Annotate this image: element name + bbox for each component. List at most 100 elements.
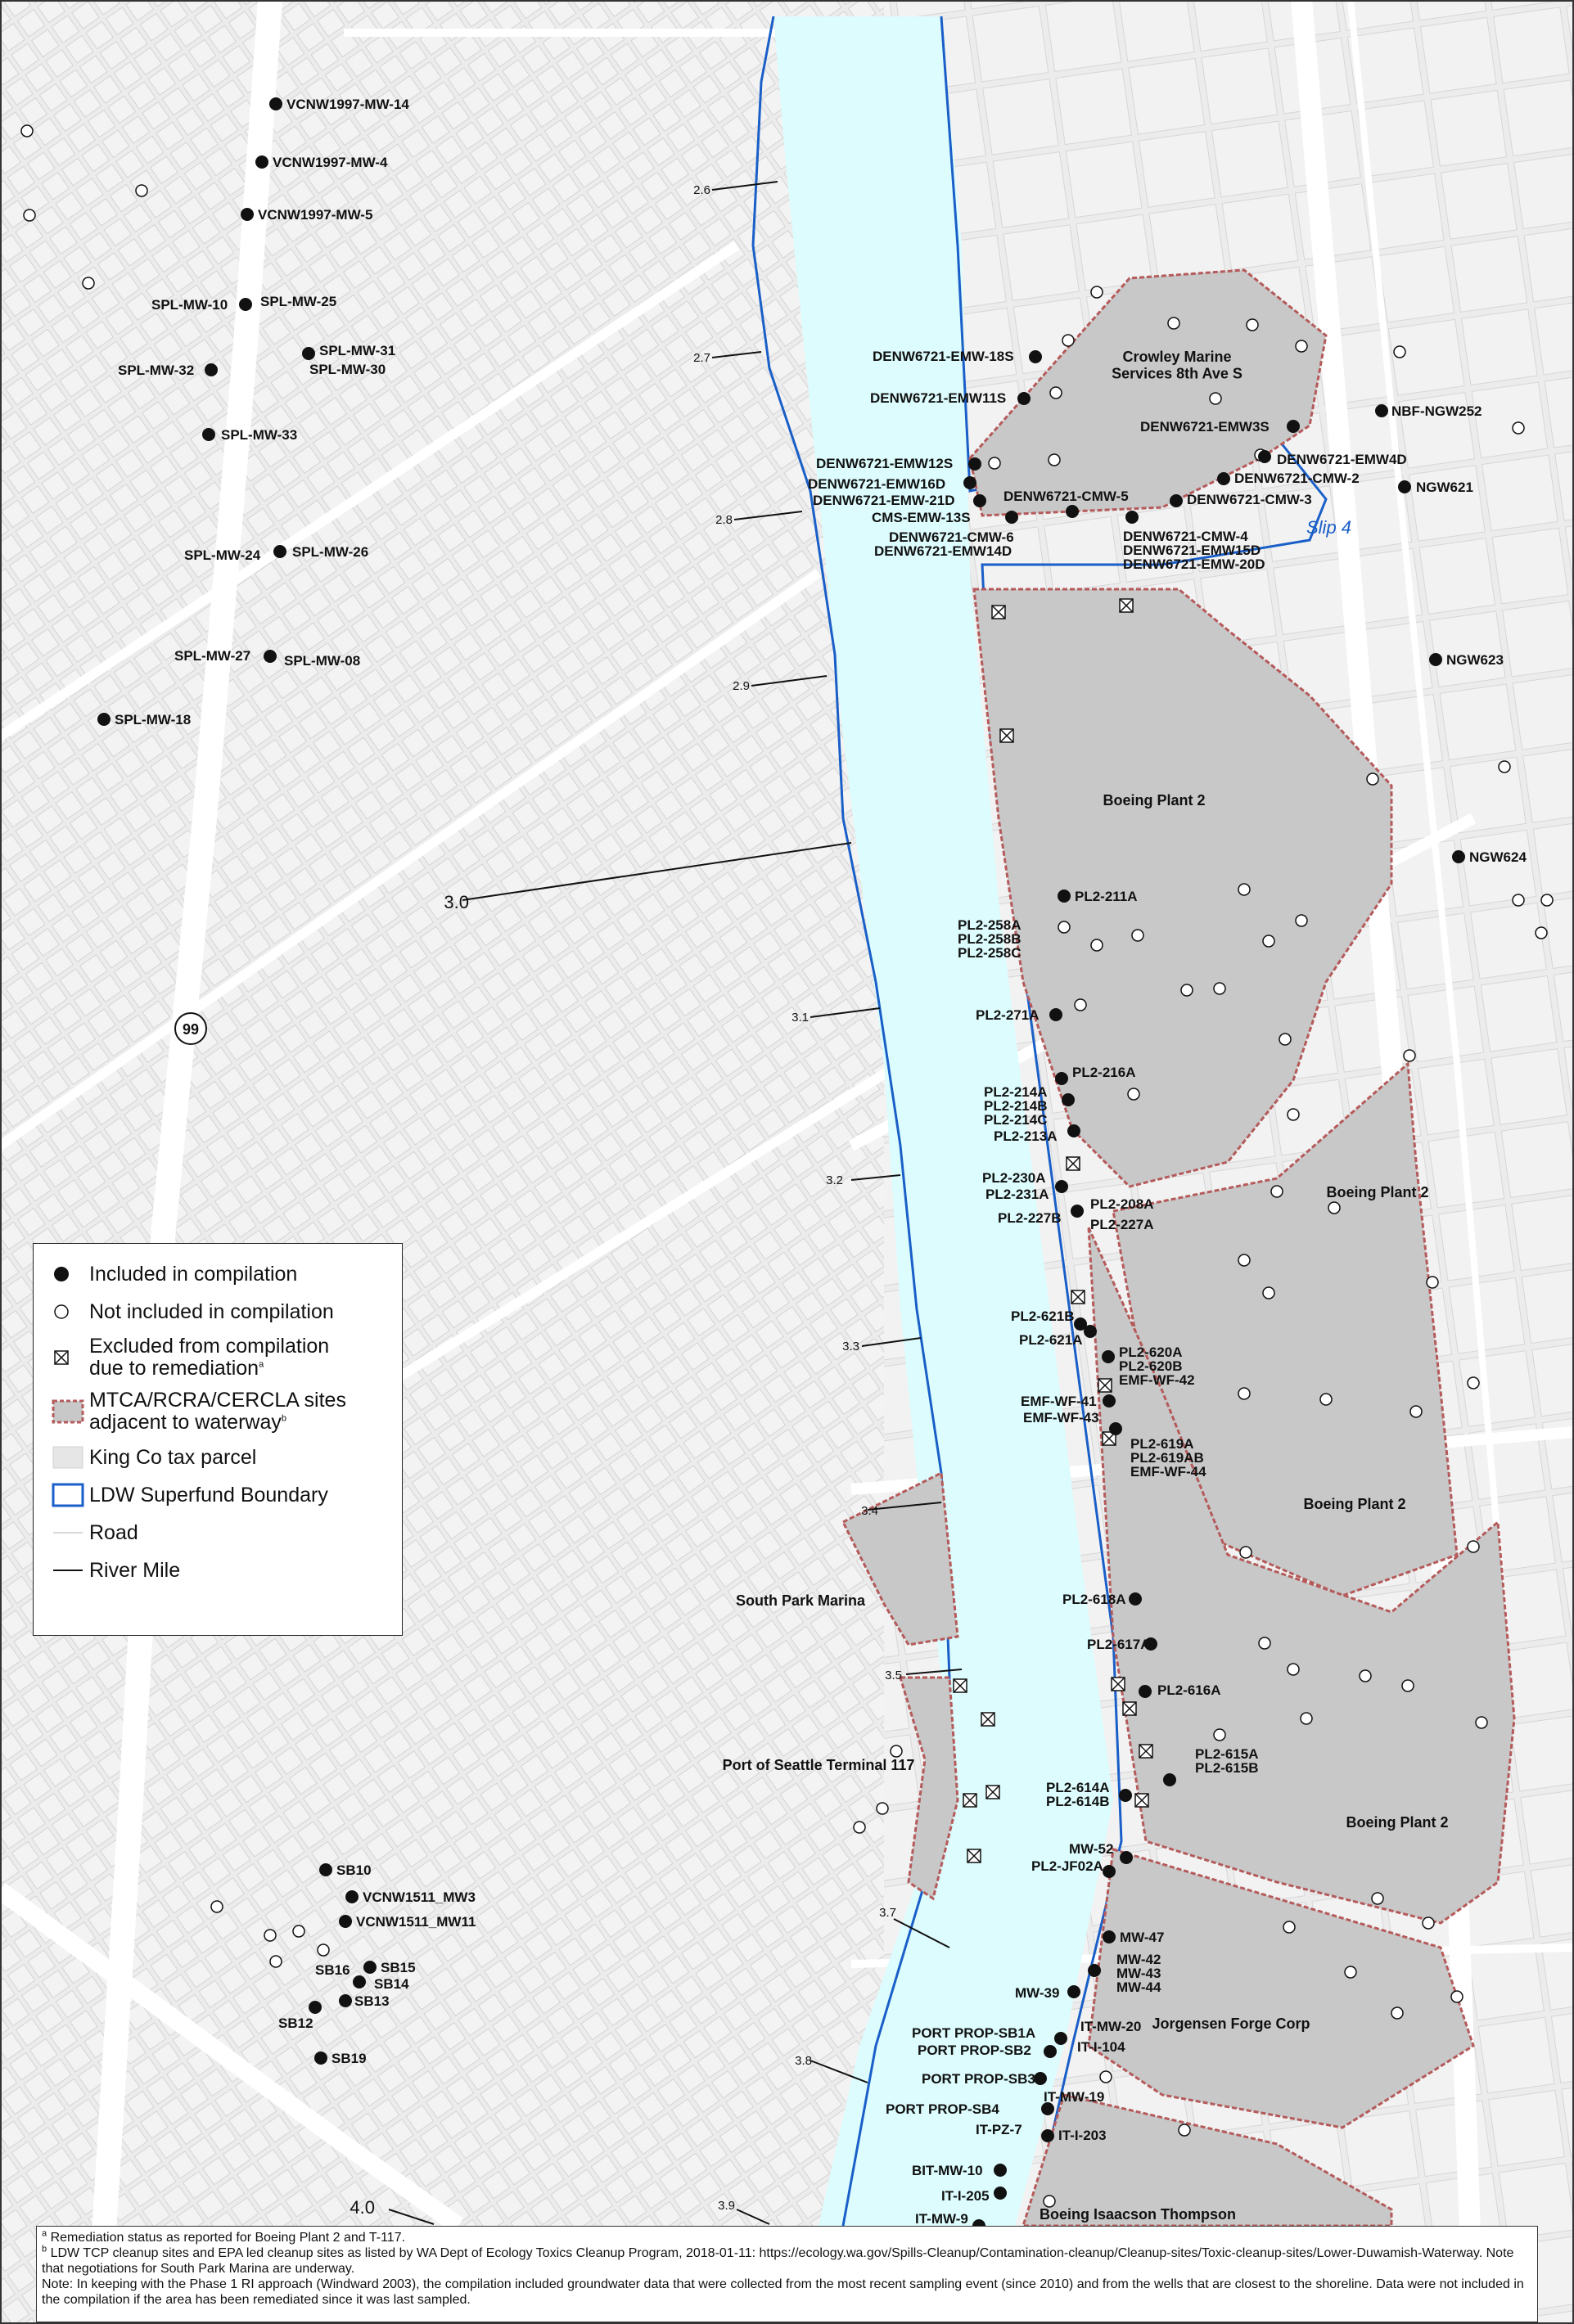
legend-label: Included in compilation [89, 1262, 298, 1286]
site-jorgensen-forge [1087, 1848, 1475, 2129]
well-label: PL2-230A [982, 1170, 1045, 1186]
footnote-text: LDW TCP cleanup sites and EPA led cleanu… [42, 2246, 1514, 2276]
river-mile-label: 3.7 [879, 1906, 896, 1920]
well-label: SPL-MW-24 [184, 547, 261, 563]
road-line-icon [52, 1519, 89, 1547]
site-label-boeing-plant-2: Boeing Plant 2 [1303, 1496, 1405, 1512]
well-label: PL2-214A [984, 1084, 1047, 1100]
well-label: SPL-MW-30 [309, 362, 386, 377]
site-label-boeing-plant-2: Boeing Plant 2 [1103, 792, 1205, 808]
well-label: PL2-208A [1090, 1196, 1153, 1212]
well-label: DENW6721-EMW16D [808, 476, 945, 492]
well-label: IT-MW-19 [1044, 2089, 1104, 2105]
wells-excluded-remediation [953, 598, 1153, 1863]
well-label: PL2-620B [1119, 1358, 1182, 1374]
well-label: VCNW1997-MW-14 [286, 97, 409, 112]
svg-text:99: 99 [183, 1021, 199, 1038]
well-label: IT-I-205 [941, 2188, 990, 2204]
well-label: SPL-MW-31 [319, 343, 395, 358]
well-label: DENW6721-EMW4D [1277, 452, 1407, 467]
river-mile-label: 3.3 [842, 1340, 859, 1353]
open-circle-icon [52, 1298, 89, 1326]
well-label: DENW6721-EMW3S [1140, 419, 1270, 435]
river-mile-label: 2.8 [715, 513, 733, 527]
well-label: DENW6721-EMW11S [870, 390, 1006, 406]
legend-item-cleanup-sites: MTCA/RCRA/CERCLA sites adjacent to water… [52, 1389, 402, 1434]
footnote-text: Remediation status as reported for Boein… [50, 2231, 406, 2245]
well-label: SB19 [331, 2051, 367, 2066]
river-mile-label: 3.9 [718, 2199, 735, 2213]
superfund-boundary-swatch-icon [52, 1481, 89, 1509]
well-label: SPL-MW-33 [221, 427, 297, 443]
well-label: PL2-214C [984, 1112, 1047, 1128]
highway-99-shield: 99 [174, 1012, 207, 1045]
legend-label: River Mile [89, 1558, 181, 1582]
river-mile-label: 3.8 [795, 2054, 812, 2068]
well-label: PL2-616A [1157, 1682, 1220, 1698]
well-label: DENW6721-CMW-2 [1234, 471, 1360, 486]
well-label: PL2-214B [984, 1098, 1047, 1114]
site-label-jorgensen: Jorgensen Forge Corp [1152, 2015, 1310, 2032]
well-label: DENW6721-EMW-18S [873, 349, 1014, 364]
river-mile-label: 3.2 [826, 1173, 843, 1187]
well-label: PORT PROP-SB3 [922, 2071, 1035, 2087]
well-label: DENW6721-CMW-4 [1123, 529, 1248, 544]
well-label: SB16 [315, 1962, 350, 1978]
tax-parcel-swatch-icon [52, 1443, 89, 1471]
well-label: MW-43 [1116, 1966, 1161, 1981]
well-label: PL2-614B [1046, 1794, 1109, 1809]
well-label: PL2-227A [1090, 1217, 1153, 1232]
well-label: DENW6721-EMW14D [874, 543, 1012, 559]
site-label-boeing-plant-2: Boeing Plant 2 [1346, 1814, 1448, 1831]
well-label: PL2-227B [998, 1210, 1061, 1226]
footnote-b: b LDW TCP cleanup sites and EPA led clea… [42, 2245, 1532, 2277]
river-mile-label: 3.1 [792, 1011, 809, 1025]
legend-label: Not included in compilation [89, 1299, 334, 1323]
footnote-note: Note: In keeping with the Phase 1 RI app… [42, 2277, 1532, 2308]
well-label: DENW6721-EMW15D [1123, 543, 1261, 558]
well-label: MW-39 [1015, 1985, 1059, 2001]
well-label: NGW624 [1469, 849, 1527, 865]
well-label: EMF-WF-43 [1023, 1410, 1099, 1425]
cleanup-site-swatch-icon [52, 1398, 89, 1425]
filled-circle-icon [52, 1260, 89, 1288]
river-mile-label: 2.6 [693, 183, 710, 197]
footnote-marker: b [281, 1413, 286, 1424]
well-label: EMF-WF-41 [1021, 1394, 1097, 1409]
site-crowley-marine [968, 268, 1328, 517]
well-label: PL2-618A [1062, 1592, 1125, 1607]
well-label: IT-MW-20 [1080, 2019, 1141, 2034]
well-label: EMF-WF-44 [1130, 1464, 1206, 1480]
well-label: MW-44 [1116, 1979, 1161, 1995]
well-label: PL2-258A [958, 917, 1021, 933]
site-terminal-117 [898, 1676, 959, 1901]
river-mile-line-icon [52, 1556, 89, 1584]
well-label: PL2-213A [994, 1128, 1057, 1144]
well-label: DENW6721-EMW12S [816, 456, 953, 471]
well-label: PORT PROP-SB2 [918, 2043, 1031, 2058]
well-label: PL2-614A [1046, 1780, 1109, 1795]
site-label-boeing-isaacson: Boeing Isaacson Thompson [1040, 2206, 1236, 2223]
well-label: VCNW1511_MW11 [356, 1914, 476, 1930]
well-label: SPL-MW-27 [174, 648, 250, 664]
well-label: SPL-MW-26 [292, 544, 368, 560]
river-mile-label: 3.5 [885, 1669, 902, 1682]
wells-not-included [20, 124, 1554, 2208]
well-label: DENW6721-CMW-3 [1187, 492, 1312, 507]
well-label: MW-47 [1120, 1930, 1164, 1945]
well-label: PL2-620A [1119, 1344, 1182, 1360]
footnote-text: Note: In keeping with the Phase 1 RI app… [42, 2277, 1524, 2307]
well-label: PL2-271A [976, 1007, 1039, 1023]
map-legend: Included in compilation Not included in … [33, 1243, 403, 1636]
river-mile-labels: 2.6 2.7 2.8 2.9 3.0 3.1 3.2 3.3 3.4 3.5 … [350, 183, 902, 2218]
well-label: PL2-216A [1072, 1065, 1135, 1080]
footnote-marker: a [259, 1359, 264, 1370]
well-label: IT-MW-9 [915, 2211, 968, 2227]
legend-item-included: Included in compilation [52, 1260, 402, 1288]
well-label: SPL-MW-18 [115, 712, 191, 727]
site-boeing-isaacson [1021, 2093, 1393, 2227]
legend-item-river-mile: River Mile [52, 1556, 402, 1584]
well-label: SB10 [336, 1862, 372, 1878]
well-label: PL2-619A [1130, 1436, 1193, 1452]
